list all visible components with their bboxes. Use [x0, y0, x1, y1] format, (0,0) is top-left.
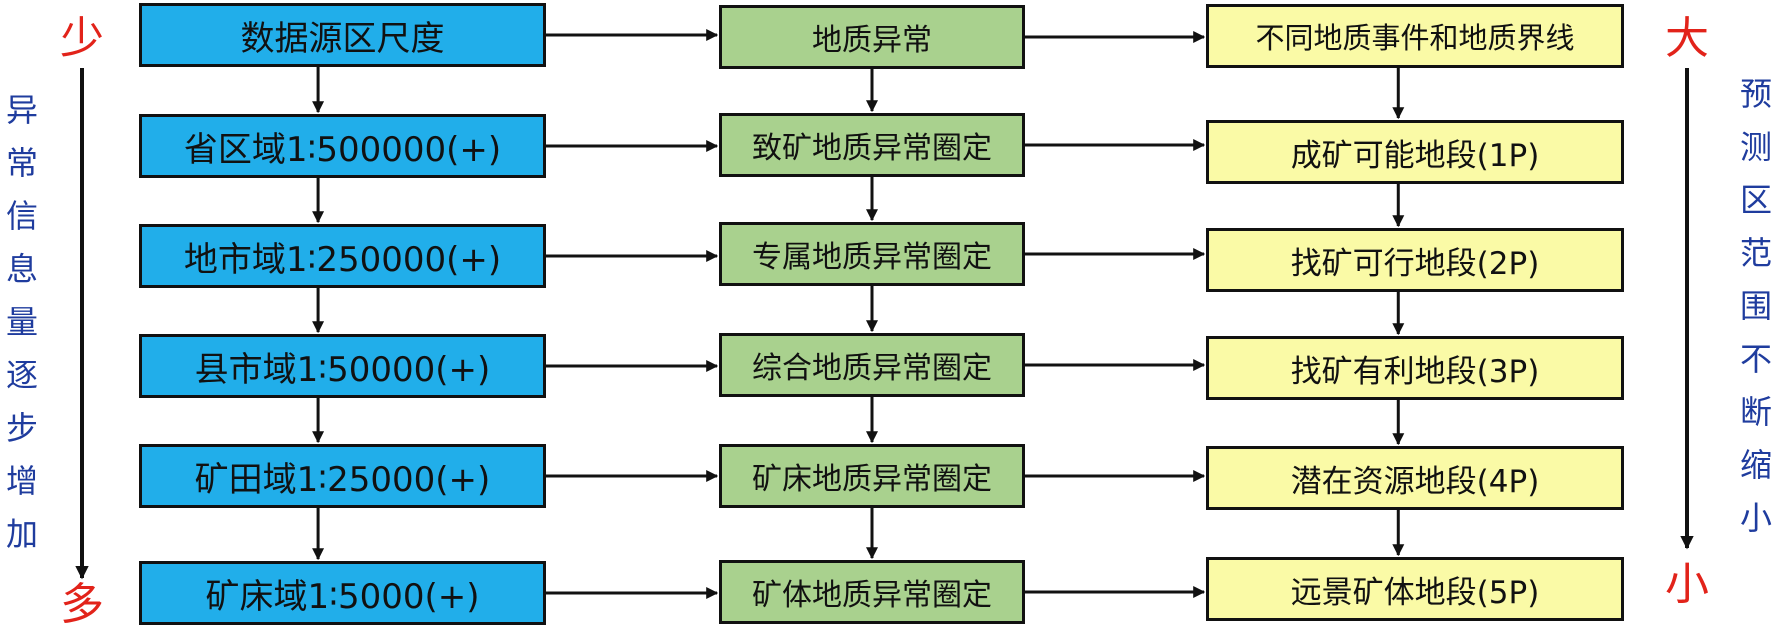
right-label-char: 缩: [1739, 446, 1772, 484]
right-label-char: 测: [1739, 128, 1772, 166]
left-axis-bottom-word: 多: [60, 579, 104, 630]
left-label-char: 步: [5, 409, 38, 447]
left-label-char: 量: [5, 303, 38, 341]
scale-box-3: 地市域1∶250000(+): [139, 224, 546, 288]
right-label-char: 不: [1739, 340, 1772, 378]
left-label-char: 加: [5, 515, 38, 553]
anomaly-box-2: 致矿地质异常圈定: [719, 113, 1025, 177]
scale-box-6: 矿床域1∶5000(+): [139, 561, 546, 625]
scale-box-5: 矿田域1∶25000(+): [139, 444, 546, 508]
target-box-4: 找矿有利地段(3P): [1206, 336, 1624, 400]
right-axis-top-word: 大: [1665, 13, 1709, 64]
left-axis-top-word: 少: [60, 13, 104, 64]
left-label-char: 逐: [5, 356, 38, 394]
right-label-char: 区: [1739, 181, 1772, 219]
anomaly-box-1: 地质异常: [719, 5, 1025, 69]
target-box-1: 不同地质事件和地质界线: [1206, 4, 1624, 68]
target-box-5: 潜在资源地段(4P): [1206, 446, 1624, 510]
scale-box-2: 省区域1∶500000(+): [139, 114, 546, 178]
right-label-char: 围: [1739, 287, 1772, 325]
right-label-char: 预: [1739, 75, 1772, 113]
right-label-char: 范: [1739, 234, 1772, 272]
anomaly-box-3: 专属地质异常圈定: [719, 222, 1025, 286]
anomaly-box-4: 综合地质异常圈定: [719, 333, 1025, 397]
left-label-char: 异: [5, 91, 38, 129]
scale-box-1: 数据源区尺度: [139, 3, 546, 67]
connector-arrows: [75, 29, 1694, 599]
anomaly-box-5: 矿床地质异常圈定: [719, 444, 1025, 508]
right-label-char: 小: [1739, 499, 1772, 537]
left-label-char: 增: [5, 462, 38, 500]
left-label-char: 常: [5, 144, 38, 182]
left-label-char: 息: [5, 250, 38, 288]
right-label-char: 断: [1739, 393, 1772, 431]
left-label-char: 信: [5, 197, 38, 235]
target-box-6: 远景矿体地段(5P): [1206, 557, 1624, 621]
scale-box-4: 县市域1∶50000(+): [139, 334, 546, 398]
right-axis-bottom-word: 小: [1665, 559, 1709, 610]
target-box-3: 找矿可行地段(2P): [1206, 228, 1624, 292]
anomaly-box-6: 矿体地质异常圈定: [719, 560, 1025, 624]
target-box-2: 成矿可能地段(1P): [1206, 120, 1624, 184]
